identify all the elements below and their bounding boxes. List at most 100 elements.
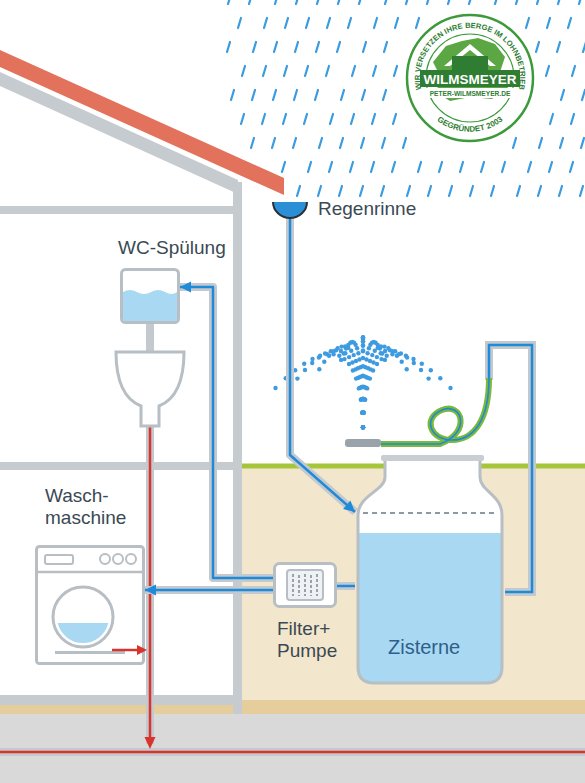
spray-drop xyxy=(379,351,383,355)
spray-drop xyxy=(363,398,367,402)
pipe-core xyxy=(0,751,585,754)
spray-drop xyxy=(370,353,374,357)
rain-drop xyxy=(517,186,520,196)
rain-drop xyxy=(571,114,574,124)
filter-pump-shape-part-part xyxy=(310,575,312,596)
filter-pump: Filter+ Pumpe xyxy=(273,562,337,608)
rain-drop xyxy=(275,0,278,4)
washing-machine-shape-part xyxy=(100,554,110,564)
rain-drop xyxy=(295,42,298,52)
hose-core xyxy=(381,378,489,444)
spray-drop xyxy=(317,367,321,371)
filter-pump-shape-part xyxy=(293,574,317,596)
rain-drop xyxy=(539,138,542,148)
spray-drop xyxy=(361,425,365,429)
spray-drop xyxy=(361,425,365,429)
rain-drop xyxy=(374,18,377,28)
rain-drop xyxy=(502,162,505,172)
rain-drop xyxy=(285,18,288,28)
water-pipe xyxy=(145,585,273,596)
rain-drop xyxy=(348,18,351,28)
spray-drop xyxy=(344,346,348,350)
company-logo: WIR VERSETZEN IHRE BERGE IM LOHNBETRIEBW… xyxy=(407,15,533,141)
spray-drop xyxy=(397,352,401,356)
spray-drop xyxy=(322,360,326,364)
rain-drop xyxy=(273,90,276,100)
rain-drop xyxy=(513,138,516,148)
floor xyxy=(0,695,242,705)
logo-ring xyxy=(407,15,533,141)
spray-drop xyxy=(295,376,299,380)
logo-banner xyxy=(420,70,520,87)
cistern-tank-shape-part xyxy=(363,512,497,514)
rain-drop xyxy=(383,90,386,100)
spray-drop xyxy=(411,357,415,361)
rain-drop xyxy=(559,186,562,196)
pipe-core xyxy=(145,589,273,592)
rain-drop xyxy=(568,18,571,28)
sprinkler-spray xyxy=(273,335,452,430)
spray-drop xyxy=(361,343,365,347)
filter-pump-shape-part-part xyxy=(292,574,294,596)
spray-drop xyxy=(368,376,372,380)
rain-drop xyxy=(394,66,397,76)
toilet-cistern-shape-part xyxy=(122,270,179,323)
spray-drop xyxy=(273,386,277,390)
rain-drop xyxy=(439,162,442,172)
spray-drop xyxy=(342,351,346,355)
sprinkler xyxy=(345,439,381,447)
logo-map xyxy=(433,38,508,101)
rain-drop xyxy=(392,162,395,172)
rain-drop xyxy=(449,186,452,196)
node-label: WC-Spülung xyxy=(118,237,226,259)
rain-drop xyxy=(274,42,277,52)
spray-drop xyxy=(448,386,452,390)
rain-drop xyxy=(581,138,584,148)
rain-drop xyxy=(427,0,430,4)
rain-drop xyxy=(561,90,564,100)
rain-drop xyxy=(306,18,309,28)
rain-drop xyxy=(282,162,285,172)
rain-drop xyxy=(428,186,431,196)
rain-drop xyxy=(558,0,561,4)
pipe-casing xyxy=(146,425,154,744)
spray-drop xyxy=(327,354,331,358)
rain-drop xyxy=(491,186,494,196)
rain-drop xyxy=(297,186,300,196)
node-label: Zisterne xyxy=(388,636,460,660)
pipe-core xyxy=(337,585,355,588)
rain-drop xyxy=(582,90,585,100)
rain-drop xyxy=(393,114,396,124)
spray-drop xyxy=(361,425,365,429)
spray-drop xyxy=(361,348,365,352)
rain-drop xyxy=(330,114,333,124)
node-label: Filter+ Pumpe xyxy=(277,618,349,663)
rain-drop xyxy=(495,0,498,4)
rain-drop xyxy=(284,66,287,76)
rain-drop xyxy=(549,162,552,172)
arrow-head xyxy=(145,585,156,596)
filter-pump-shape-part xyxy=(275,564,336,607)
washing-machine-shape-part xyxy=(113,554,123,564)
spray-drop xyxy=(356,351,360,355)
spray-drop xyxy=(383,349,387,353)
rain-drop xyxy=(363,42,366,52)
arrow-head xyxy=(137,645,147,655)
spray-drop xyxy=(405,367,409,371)
rain-drop xyxy=(537,0,540,4)
rain-drop xyxy=(570,162,573,172)
spray-drop xyxy=(388,348,392,352)
roof-underside xyxy=(0,72,238,194)
spray-drop xyxy=(426,376,430,380)
spray-drop xyxy=(310,361,314,365)
logo-text: WILMSMEYER xyxy=(424,72,517,87)
rain-gutter-shape-part xyxy=(273,202,307,218)
garden-hose xyxy=(381,378,489,444)
filter-pump-shape-part-part xyxy=(304,574,306,596)
hose-casing xyxy=(381,378,489,444)
rain-drop xyxy=(231,90,234,100)
rain-drop xyxy=(327,18,330,28)
spray-drop xyxy=(336,346,340,350)
